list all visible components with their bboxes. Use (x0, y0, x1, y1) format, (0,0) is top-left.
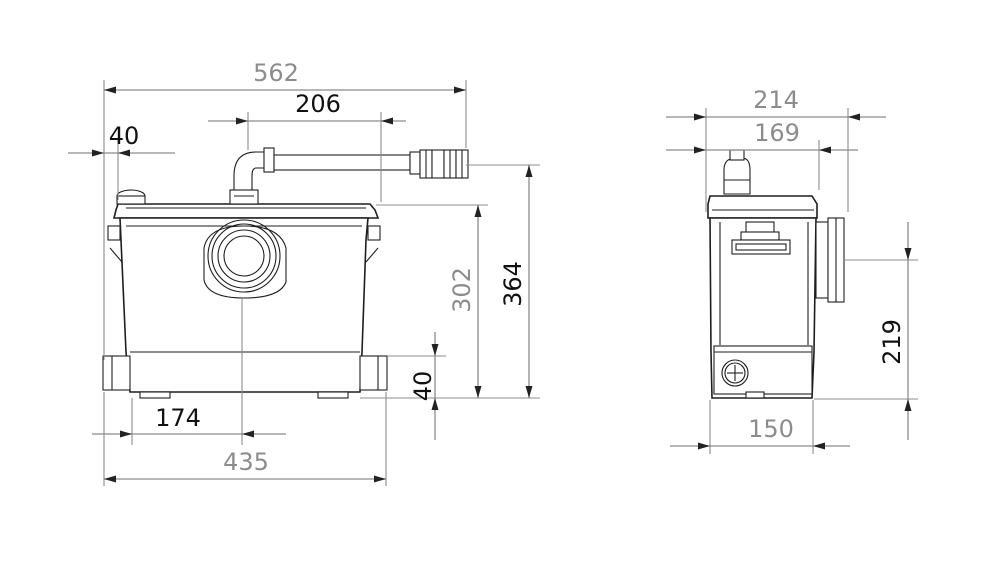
side-view: 214 169 219 150 (666, 86, 918, 454)
dim-302: 302 (448, 205, 482, 398)
dim-174: 174 (92, 404, 286, 438)
dim-150: 150 (670, 415, 850, 450)
dim-219-label: 219 (878, 319, 906, 365)
front-center-inlet (203, 219, 287, 299)
dim-150-label: 150 (748, 415, 794, 443)
front-extension-lines (103, 80, 540, 486)
front-view: 562 206 40 302 364 (68, 59, 540, 486)
front-tank-body (102, 189, 388, 399)
dim-169: 169 (666, 119, 858, 154)
dim-562: 562 (104, 59, 466, 94)
dim-214-label: 214 (753, 86, 799, 114)
dim-562-label: 562 (253, 59, 299, 87)
side-extension-lines (705, 108, 918, 454)
dim-206-label: 206 (295, 90, 341, 118)
dim-169-label: 169 (754, 119, 800, 147)
dim-364: 364 (499, 165, 533, 398)
side-tank-body (707, 149, 845, 399)
dim-40-inlet-label: 40 (409, 371, 437, 402)
dim-206: 206 (208, 90, 406, 125)
dim-435: 435 (104, 448, 386, 483)
dim-40-left-label: 40 (109, 122, 140, 150)
dim-214: 214 (666, 86, 886, 121)
dim-219: 219 (878, 222, 912, 440)
dim-364-label: 364 (499, 261, 527, 307)
dim-40-left: 40 (68, 122, 175, 200)
dim-435-label: 435 (223, 448, 269, 476)
dim-40-inlet: 40 (409, 332, 439, 440)
front-discharge-pipe (229, 147, 469, 205)
dim-302-label: 302 (448, 267, 476, 313)
dim-174-label: 174 (155, 404, 201, 432)
